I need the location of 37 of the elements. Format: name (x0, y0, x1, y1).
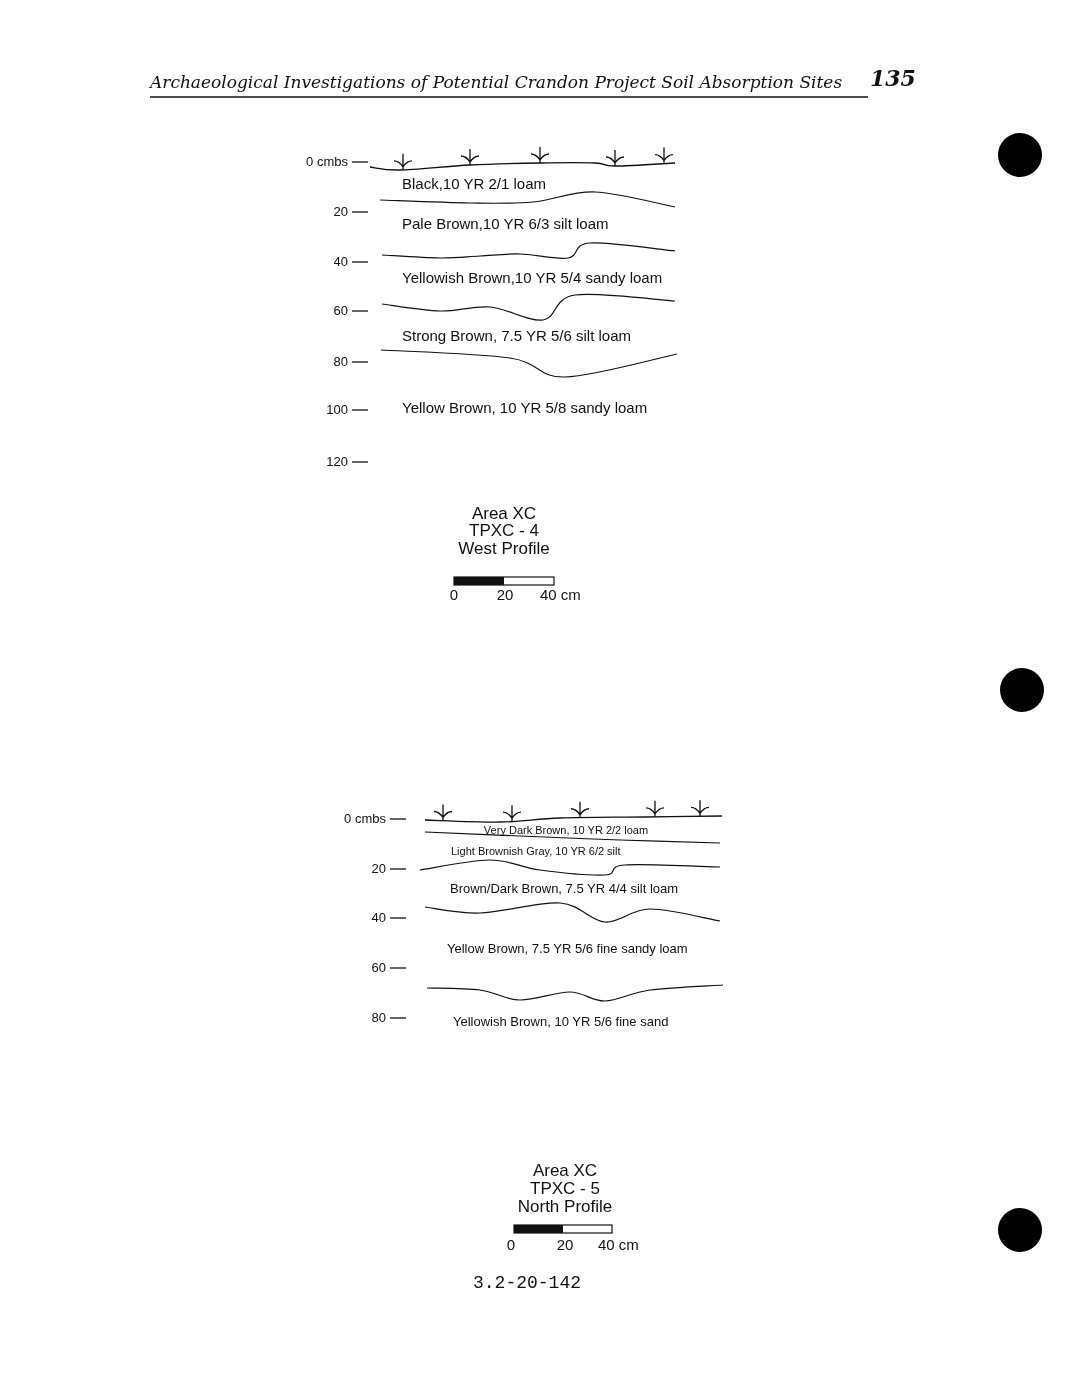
scale-label: 20 (496, 586, 514, 604)
soil-horizon-label: Light Brownish Gray, 10 YR 6/2 silt (451, 844, 621, 858)
soil-horizon-label: Pale Brown,10 YR 6/3 silt loam (402, 215, 609, 233)
soil-horizon-label: Yellow Brown, 10 YR 5/8 sandy loam (402, 399, 648, 417)
depth-label: 60 (333, 303, 348, 319)
depth-label: 80 (371, 1010, 386, 1026)
scale-label: 40 cm (598, 1236, 639, 1254)
soil-horizon-label: Yellow Brown, 7.5 YR 5/6 fine sandy loam (447, 941, 688, 957)
depth-label: 0 cmbs (344, 811, 386, 827)
depth-label: 0 cmbs (306, 154, 348, 170)
scale-label: 0 (449, 586, 459, 604)
test-pit-label: TPXC - 5 (530, 1179, 600, 1199)
profile-label: North Profile (517, 1197, 613, 1217)
soil-horizon-label: Black,10 YR 2/1 loam (402, 175, 546, 193)
depth-label: 80 (333, 354, 348, 370)
area-label: Area XC (471, 504, 537, 524)
soil-horizon-label: Strong Brown, 7.5 YR 5/6 silt loam (402, 327, 631, 345)
depth-label: 40 (333, 254, 348, 270)
running-header: Archaeological Investigations of Potential Crandon Project Soil Absorption Sites (150, 72, 843, 92)
area-label: Area XC (532, 1161, 598, 1181)
depth-label: 40 (371, 910, 386, 926)
soil-horizon-label: Yellowish Brown, 10 YR 5/6 fine sand (453, 1014, 669, 1030)
soil-horizon-label: Yellowish Brown,10 YR 5/4 sandy loam (402, 269, 663, 287)
depth-label: 20 (333, 204, 348, 220)
document-number: 3.2-20-142 (473, 1274, 581, 1294)
depth-label: 100 (326, 402, 348, 418)
depth-label: 60 (371, 960, 386, 976)
scale-label: 0 (506, 1236, 516, 1254)
page-number: 135 (870, 65, 916, 91)
scale-label: 40 cm (540, 586, 581, 604)
depth-label: 120 (326, 454, 348, 470)
profile-label: West Profile (458, 539, 550, 559)
soil-horizon-label: Brown/Dark Brown, 7.5 YR 4/4 silt loam (450, 881, 679, 897)
soil-horizon-label: Very Dark Brown, 10 YR 2/2 loam (483, 823, 649, 837)
scale-label: 20 (556, 1236, 574, 1254)
test-pit-label: TPXC - 4 (469, 521, 539, 541)
depth-label: 20 (371, 861, 386, 877)
